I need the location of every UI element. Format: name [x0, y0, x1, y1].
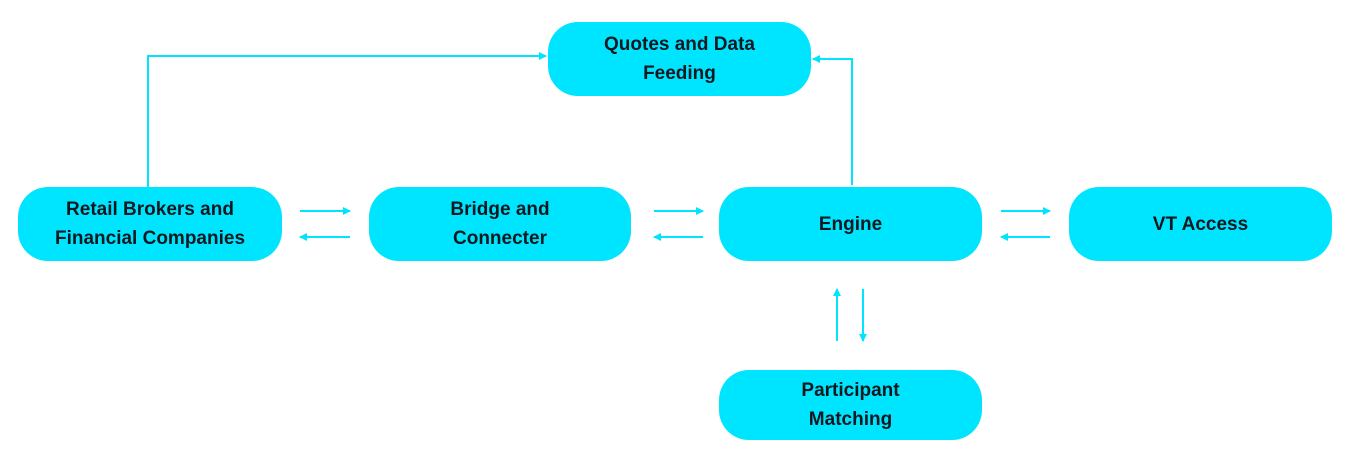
node-label: Bridge and Connecter [450, 199, 550, 249]
node-label: Participant Matching [801, 380, 900, 430]
node-engine: Engine [719, 187, 982, 261]
node-bridge-and-connecter: Bridge and Connecter [369, 187, 631, 261]
node-quotes-and-data-feeding: Quotes and Data Feeding [548, 22, 811, 96]
edge-retail-to-quotes [147, 52, 547, 187]
node-vt-access: VT Access [1069, 187, 1332, 261]
node-label: Quotes and Data Feeding [604, 34, 755, 84]
node-label: VT Access [1152, 213, 1249, 235]
node-retail-brokers: Retail Brokers and Financial Companies [18, 187, 282, 261]
node-participant-matching: Participant Matching [719, 370, 982, 440]
node-label: Engine [818, 213, 883, 235]
node-label: Retail Brokers and Financial Companies [54, 199, 246, 249]
edge-engine-to-quotes [812, 55, 853, 185]
